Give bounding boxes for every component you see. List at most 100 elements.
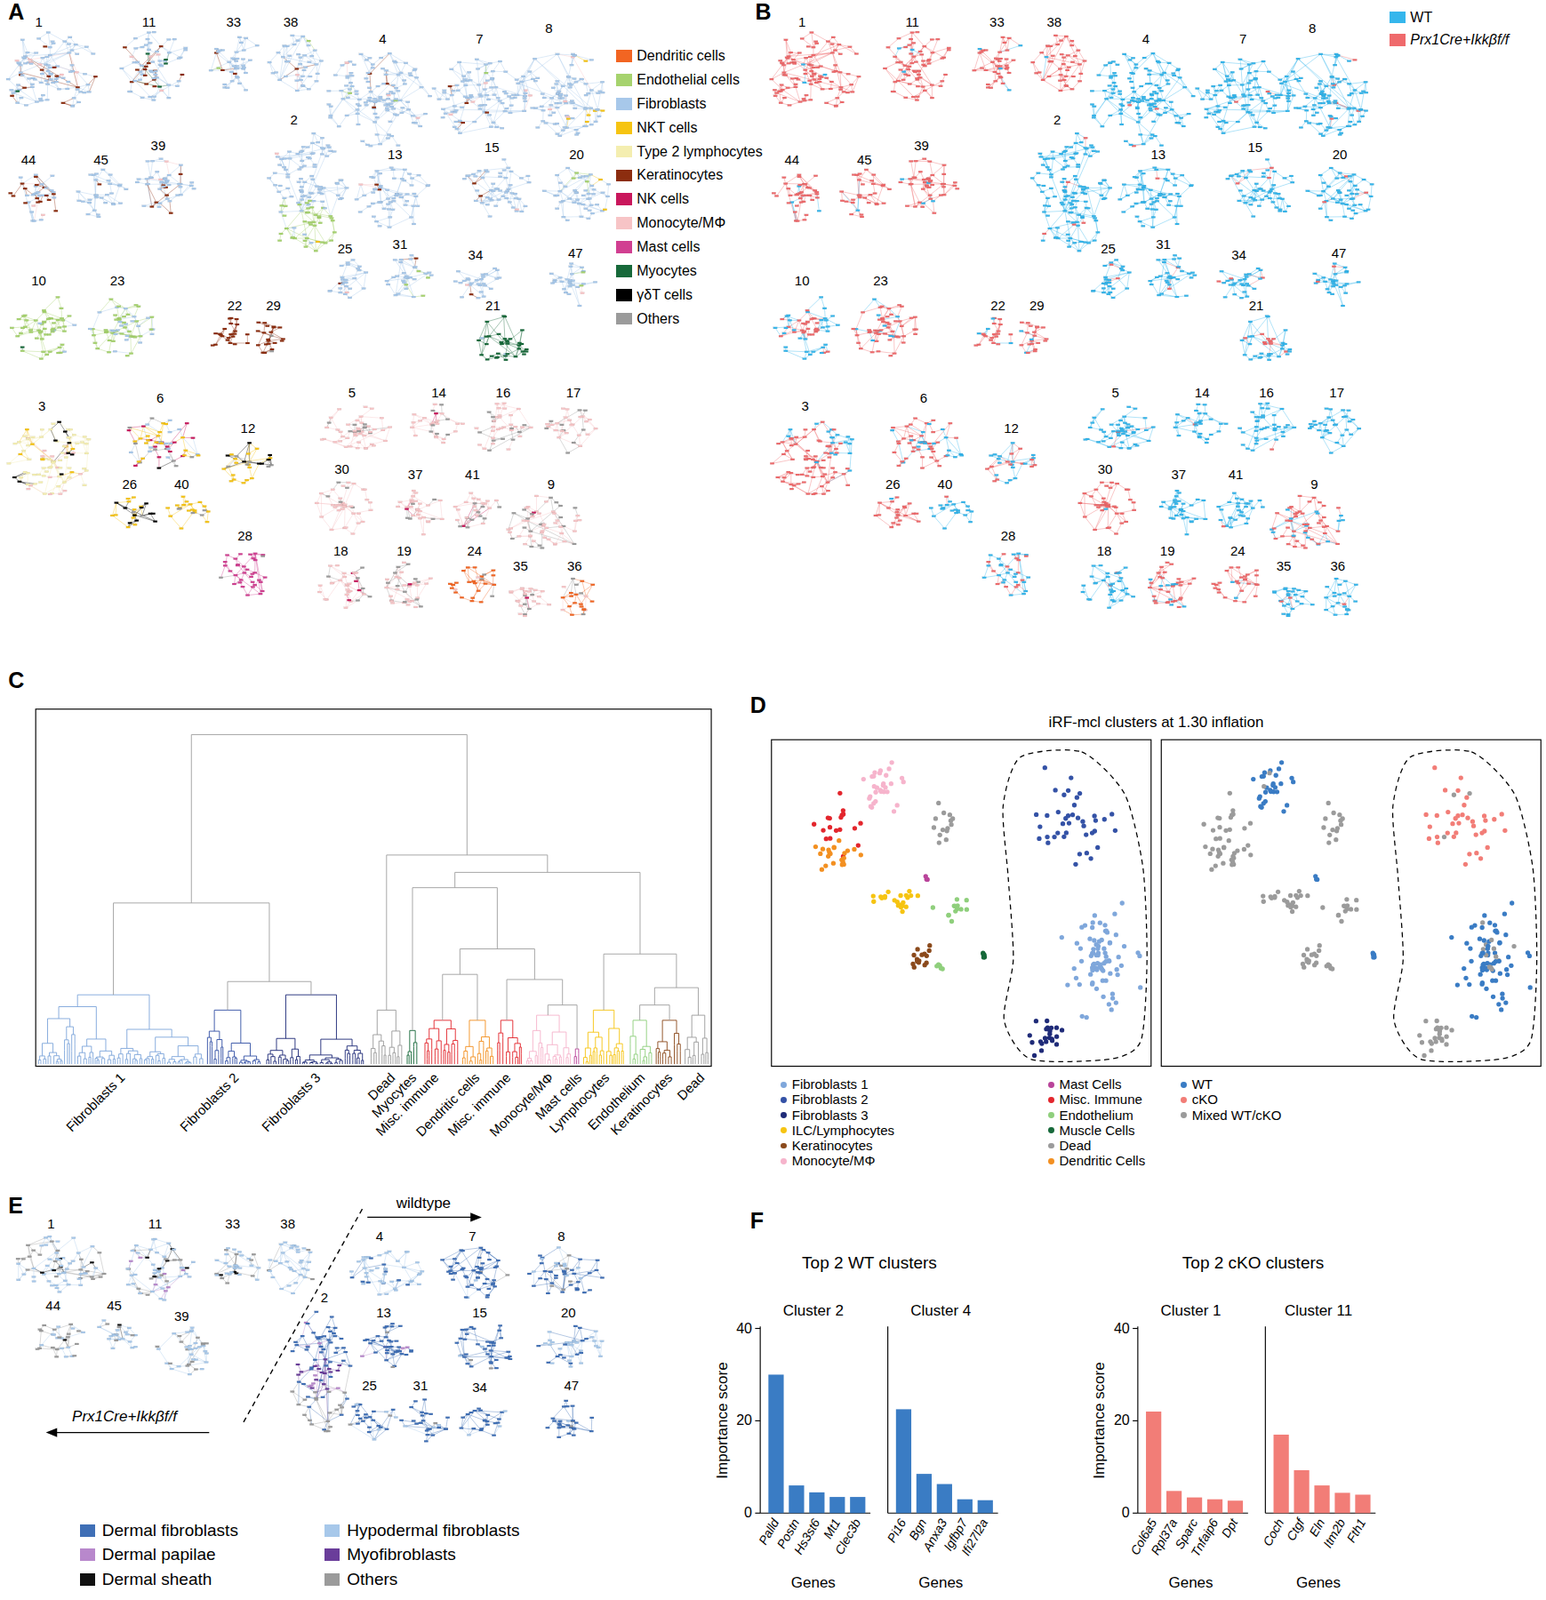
cell-network [378,56,384,59]
cell-network [150,61,155,64]
cell-network [210,52,217,71]
cell-network [267,34,324,92]
cell-network [412,69,417,72]
cell-network [183,48,188,51]
cell-network [68,71,73,73]
cell-network [384,73,389,76]
condition-network [1046,56,1060,69]
cell-network [366,80,371,83]
cell-network [168,39,175,53]
condition-network [1057,80,1063,82]
condition-network [803,56,809,59]
condition-network [974,52,980,71]
cell-network [29,63,34,65]
cell-network [39,81,44,84]
cell-network [344,84,349,87]
condition-network [793,86,799,89]
cell-network [40,69,45,72]
cell-network [59,73,65,76]
cell-network [127,90,132,93]
cell-network [295,73,300,76]
condition-network [1055,43,1060,46]
cell-network [152,99,157,102]
condition-network [908,38,914,41]
condition-network [811,32,814,48]
cell-network [248,59,253,62]
cell-network [63,40,68,43]
condition-network [820,88,826,90]
condition-network [1001,82,1006,85]
cell-network [243,88,249,91]
condition-network [1064,35,1069,38]
condition-network [915,85,921,88]
cell-network [390,114,395,122]
cell-network [375,121,381,145]
cell-network [300,84,305,87]
cell-network [208,69,214,72]
cell-network [154,50,160,53]
condition-network [817,78,823,81]
condition-network [796,78,802,81]
condition-network [1047,75,1052,78]
condition-network [803,72,809,75]
condition-network [1011,59,1017,62]
cell-network [147,96,153,98]
cell-network [139,64,145,67]
cell-network [234,75,240,78]
cell-network [378,96,384,98]
cell-network [36,37,41,40]
cell-network [130,81,132,92]
condition-network [921,86,926,89]
cell-network [44,56,49,58]
condition-network [832,52,841,73]
cell-network [47,84,48,101]
cell-network [396,89,401,92]
cell-network [152,31,157,33]
cell-network [143,68,148,71]
condition-network [829,80,834,83]
cell-network [217,49,223,52]
condition-network [898,61,904,64]
cell-network [86,83,91,86]
condition-network [929,96,935,99]
cell-network [280,56,286,58]
cell-network [347,92,353,95]
cell-network [48,46,53,49]
cell-network [408,74,414,77]
cell-network [352,64,357,66]
condition-network [1057,67,1063,70]
condition-network [1064,84,1069,87]
cell-network [406,108,411,111]
cell-network [306,88,312,90]
cell-network [57,66,73,72]
condition-network [1039,51,1044,54]
condition-network [1143,134,1153,145]
cell-network [46,31,51,33]
cell-network [363,101,369,104]
cell-network [148,41,153,44]
condition-network [1061,56,1066,59]
cell-network [74,53,80,56]
condition-network [785,87,791,89]
condition-network [993,57,999,60]
cell-network [40,72,45,75]
condition-network [1163,87,1186,101]
cell-network [220,69,225,72]
cell-network [159,89,164,92]
cell-network [350,72,351,83]
cell-network [67,81,69,89]
cell-network [327,52,433,147]
cell-network [396,73,401,76]
condition-network [809,64,815,66]
cell-network [120,31,188,102]
cell-network [355,108,361,111]
cell-network [368,96,373,99]
condition-network [908,52,914,55]
cell-network [306,40,312,42]
condition-network [830,43,835,46]
cell-network [295,89,300,92]
condition-network [946,48,952,51]
cell-network [122,46,128,49]
cell-network [345,96,351,99]
condition-network [850,90,856,93]
